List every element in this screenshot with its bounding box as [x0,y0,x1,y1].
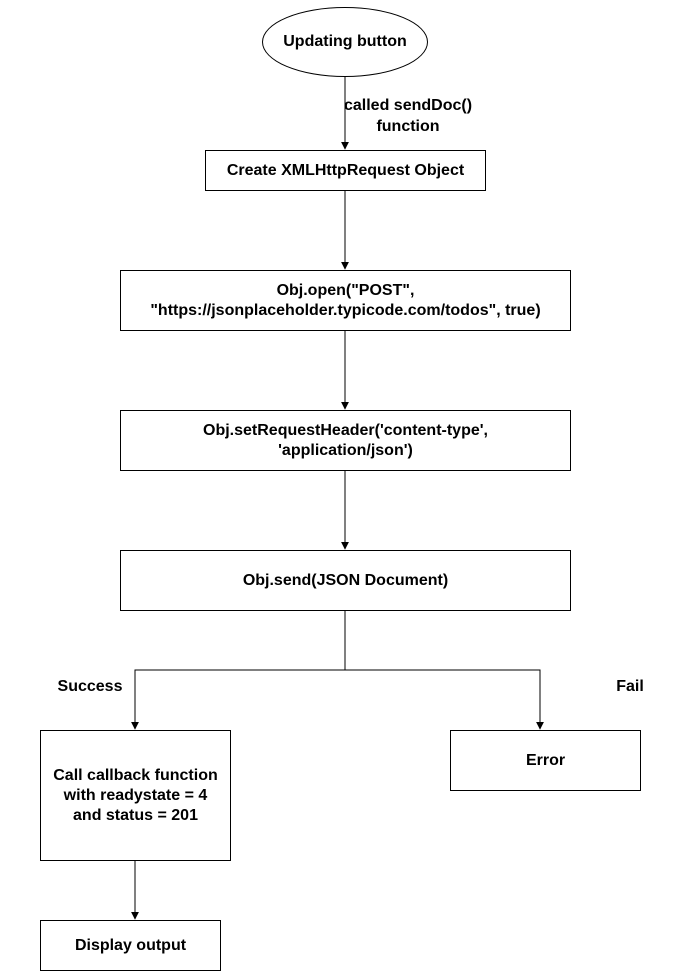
create-xhr-label: Create XMLHttpRequest Object [226,161,465,179]
start-node-updating-button: Updating button [262,7,428,77]
send-request-node: Obj.send(JSON Document) [120,550,571,611]
display-output-label: Display output [74,936,187,954]
edge-label-line-2: function [376,118,440,135]
error-node: Error [450,730,641,791]
callback-node: Call callback function with readystate =… [40,730,231,861]
open-request-node: Obj.open("POST", "https://jsonplaceholde… [120,270,571,331]
set-request-header-node: Obj.setRequestHeader('content-type', 'ap… [120,410,571,471]
callback-line-3: and status = 201 [73,806,198,824]
display-output-node: Display output [40,920,221,971]
create-xhr-node: Create XMLHttpRequest Object [205,150,486,191]
branch-label-fail: Fail [616,678,644,695]
open-request-line-2: "https://jsonplaceholder.typicode.com/to… [150,301,541,319]
start-node-label: Updating button [283,33,407,50]
branch-label-success: Success [57,678,123,695]
callback-line-2: with readystate = 4 [63,786,208,804]
arrow-success-branch [131,669,345,730]
open-request-line-1: Obj.open("POST", [276,281,415,299]
send-request-label: Obj.send(JSON Document) [242,571,449,589]
set-request-header-line-1: Obj.setRequestHeader('content-type', [203,421,488,439]
edge-label-line-1: called sendDoc() [343,97,473,114]
arrow-fail-branch [345,669,544,730]
set-request-header-line-2: 'application/json') [278,441,413,459]
callback-line-1: Call callback function [53,766,218,784]
edge-label-called-senddoc: called sendDoc() function [340,95,476,137]
error-label: Error [525,751,566,769]
